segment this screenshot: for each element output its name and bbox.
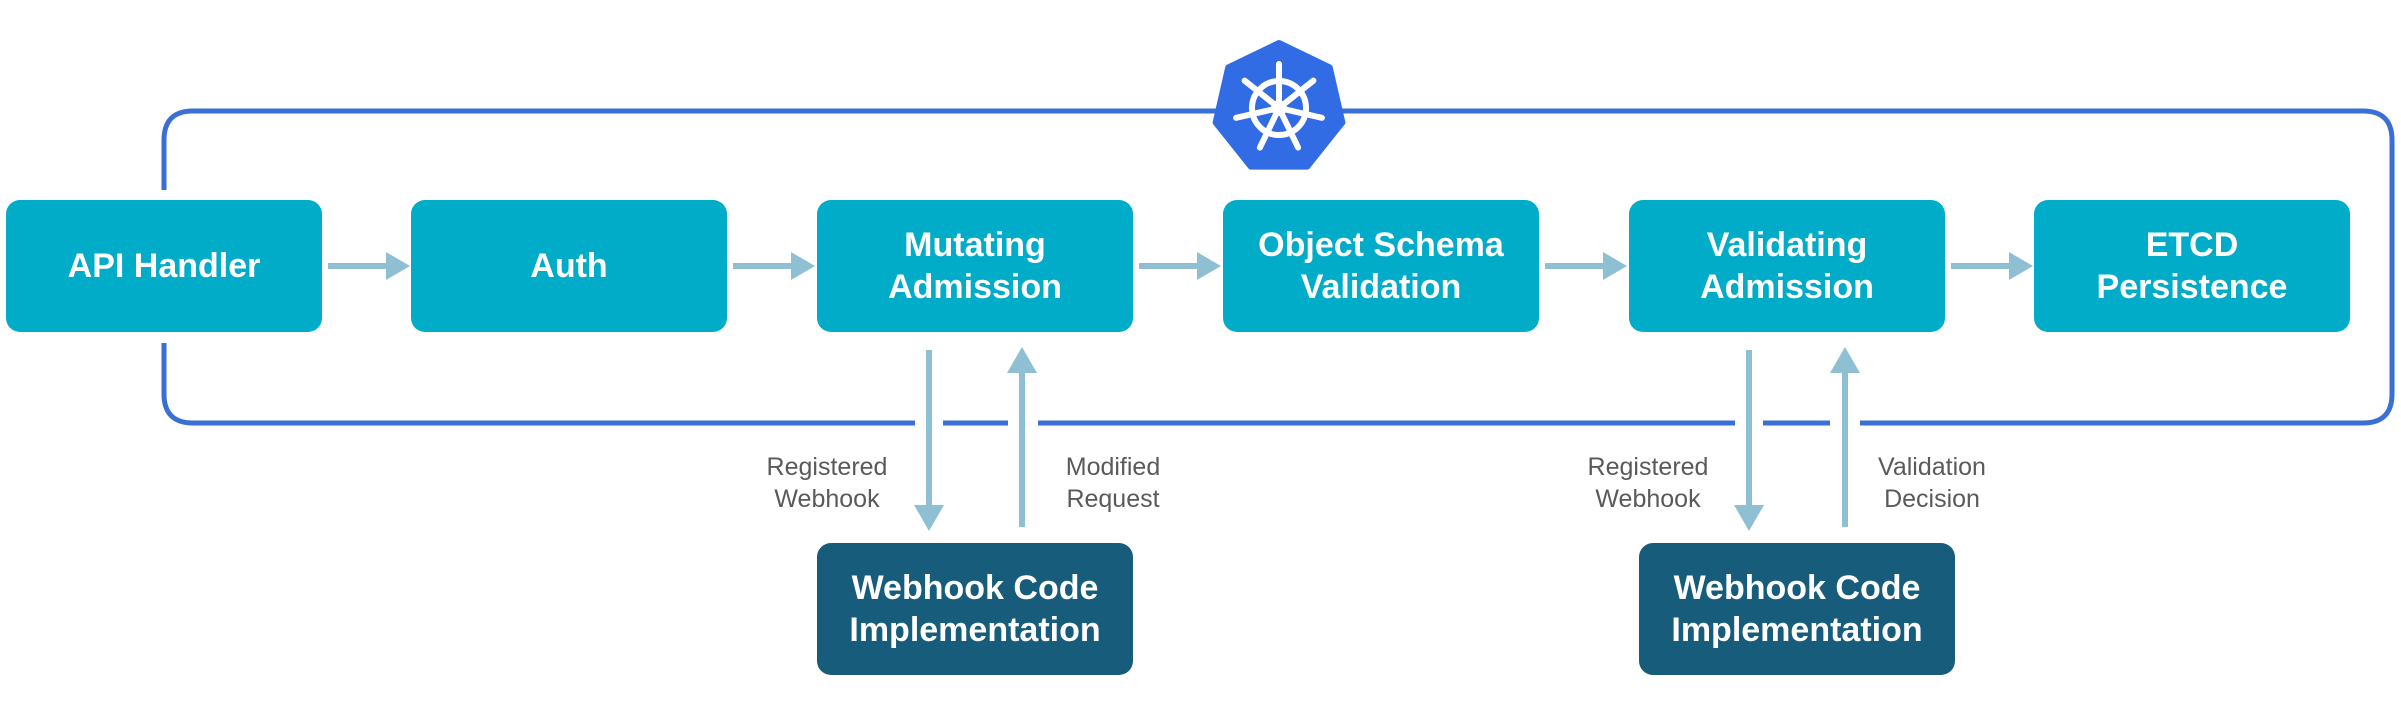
stage-api-handler: API Handler [6, 200, 322, 332]
label-mutating-registered-webhook: Registered Webhook [766, 453, 888, 513]
arrow-mutating-to-schema [1139, 252, 1221, 280]
label-validation-decision: Validation Decision [1878, 453, 1986, 513]
stage-mutating-admission: Mutating Admission [817, 200, 1133, 332]
boundary-top-right [1330, 108, 2395, 426]
helm-wheel [1233, 61, 1325, 151]
label-modified-request: Modified Request [1065, 453, 1161, 513]
arrow-validating-to-etcd [1951, 252, 2033, 280]
arrow-validating-decision [1830, 347, 1860, 527]
stage-validating-admission: Validating Admission [1629, 200, 1945, 332]
arrow-auth-to-mutating [733, 252, 815, 280]
kubernetes-helm-icon [1212, 40, 1346, 170]
api-server-boundary [161, 108, 2395, 426]
webhook-impl-mutating: Webhook Code Implementation [817, 543, 1133, 675]
flow-arrows [328, 252, 2033, 280]
stage-etcd-persistence: ETCD Persistence [2034, 200, 2350, 332]
arrow-schema-to-validating [1545, 252, 1627, 280]
stage-object-schema-validation: Object Schema Validation [1223, 200, 1539, 332]
webhook-impl-validating: Webhook Code Implementation [1639, 543, 1955, 675]
arrow-api-to-auth [328, 252, 410, 280]
label-validating-registered-webhook: Registered Webhook [1587, 453, 1709, 513]
arrow-mutating-modified-request [1007, 347, 1037, 527]
webhook-arrows [914, 347, 1860, 531]
boundary-top-left [161, 108, 1225, 190]
arrow-mutating-registered-webhook [914, 350, 944, 531]
stage-auth: Auth [411, 200, 727, 332]
arrow-validating-registered-webhook [1734, 350, 1764, 531]
boundary-bottom-left [161, 343, 915, 426]
